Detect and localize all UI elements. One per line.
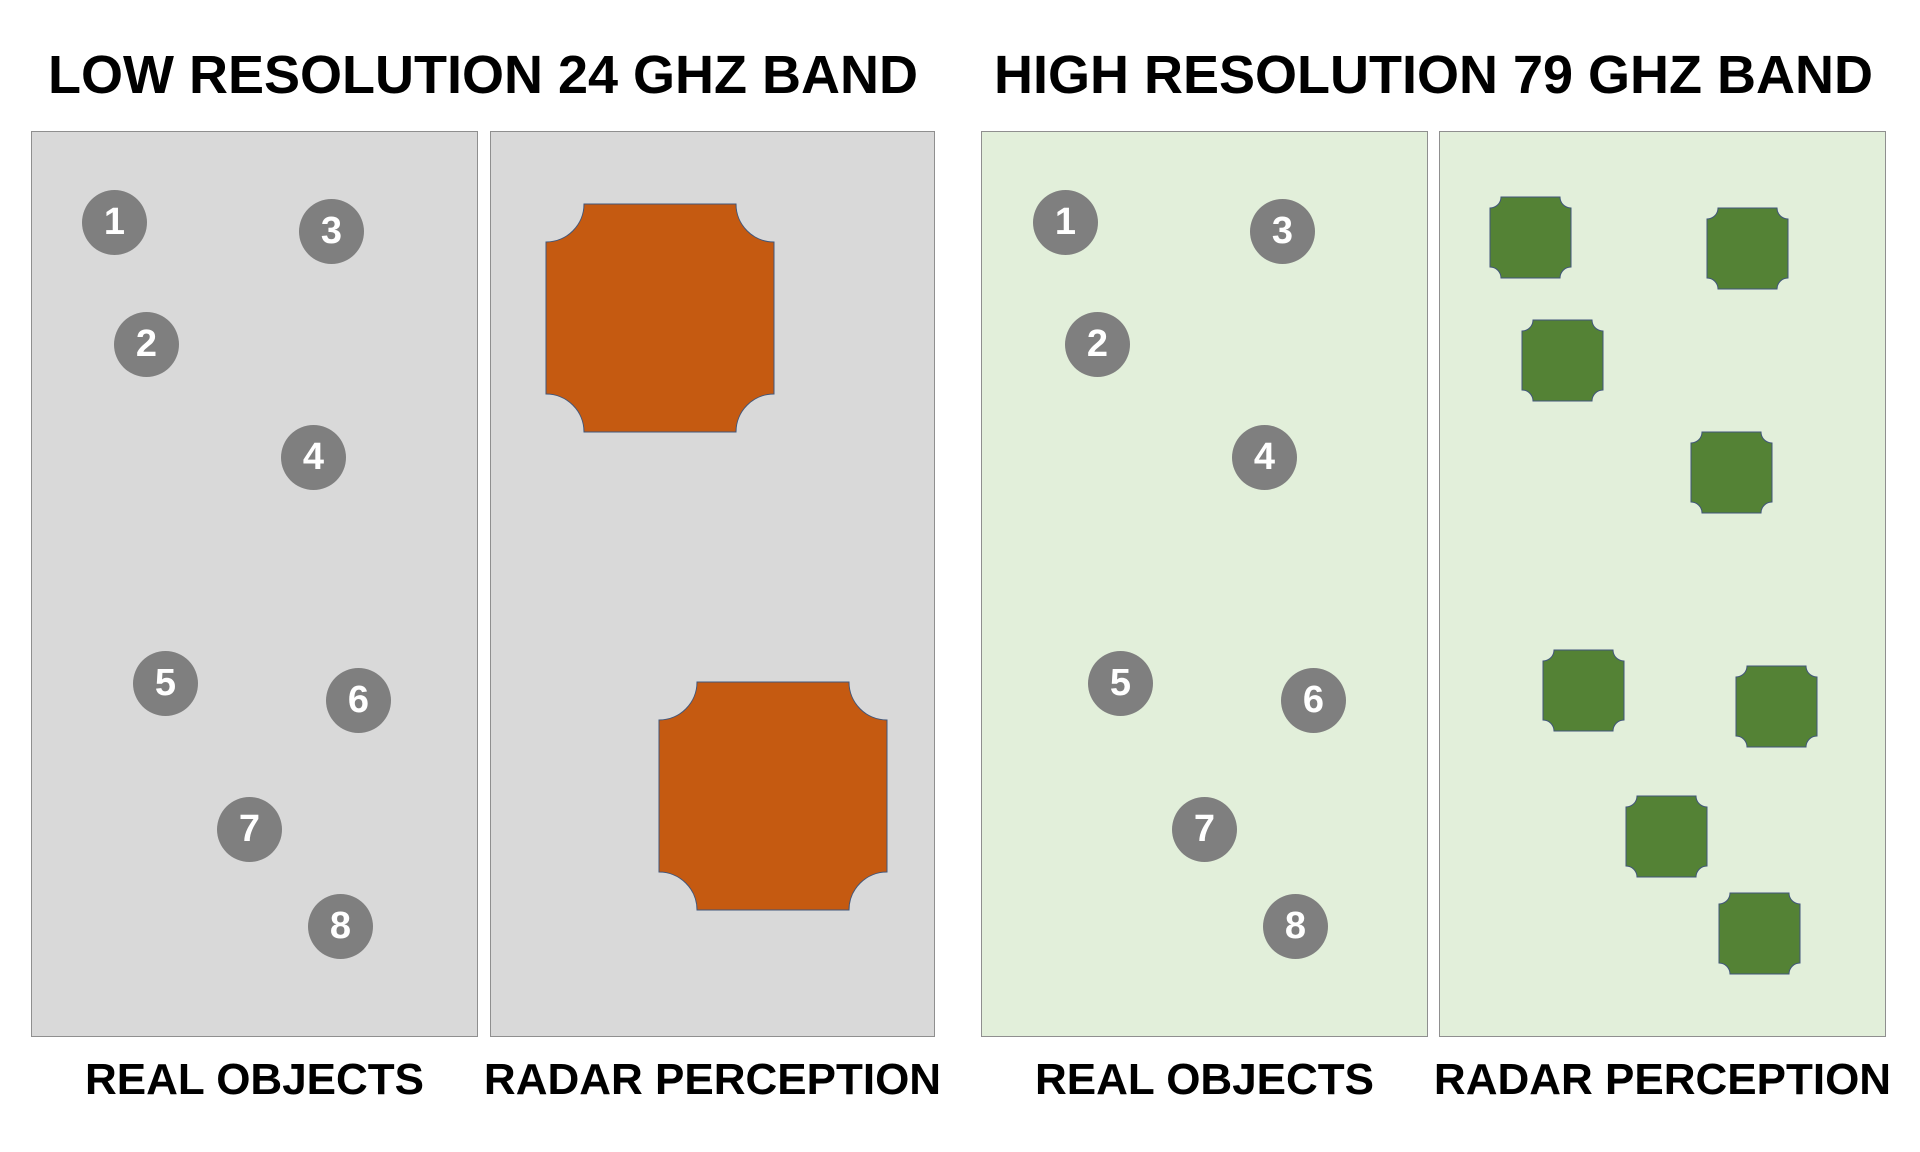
real-object-8: 8: [308, 894, 373, 959]
radar-detection-blob: [1489, 196, 1572, 279]
real-object-4: 4: [1232, 425, 1297, 490]
radar-detection-blob: [1521, 319, 1604, 402]
real-object-6: 6: [326, 668, 391, 733]
radar-detection-blob: [1625, 795, 1708, 878]
high-res-real-objects-panel: [981, 131, 1428, 1037]
real-object-6: 6: [1281, 668, 1346, 733]
radar-detection-blob: [1542, 649, 1625, 732]
real-object-3: 3: [299, 199, 364, 264]
real-object-5: 5: [133, 651, 198, 716]
real-object-7: 7: [217, 797, 282, 862]
real-object-4: 4: [281, 425, 346, 490]
real-object-3: 3: [1250, 199, 1315, 264]
radar-detection-blob: [1706, 207, 1789, 290]
radar-detection-blob: [545, 203, 775, 433]
radar-detection-blob: [658, 681, 888, 911]
high-resolution-title: HIGH RESOLUTION 79 GHZ BAND: [993, 45, 1874, 105]
real-object-5: 5: [1088, 651, 1153, 716]
low-resolution-title: LOW RESOLUTION 24 GHZ BAND: [47, 45, 918, 105]
real-object-1: 1: [1033, 190, 1098, 255]
real-object-7: 7: [1172, 797, 1237, 862]
low-res-real-objects-panel: [31, 131, 478, 1037]
radar-detection-blob: [1718, 892, 1801, 975]
real-object-1: 1: [82, 190, 147, 255]
real-object-8: 8: [1263, 894, 1328, 959]
high-res-real-objects-label: REAL OBJECTS: [1034, 1055, 1375, 1104]
real-object-2: 2: [114, 312, 179, 377]
low-res-real-objects-label: REAL OBJECTS: [84, 1055, 425, 1104]
radar-detection-blob: [1690, 431, 1773, 514]
radar-detection-blob: [1735, 665, 1818, 748]
real-object-2: 2: [1065, 312, 1130, 377]
high-res-radar-perception-panel: [1439, 131, 1886, 1037]
low-res-radar-perception-label: RADAR PERCEPTION: [483, 1055, 942, 1104]
high-res-radar-perception-label: RADAR PERCEPTION: [1433, 1055, 1892, 1104]
